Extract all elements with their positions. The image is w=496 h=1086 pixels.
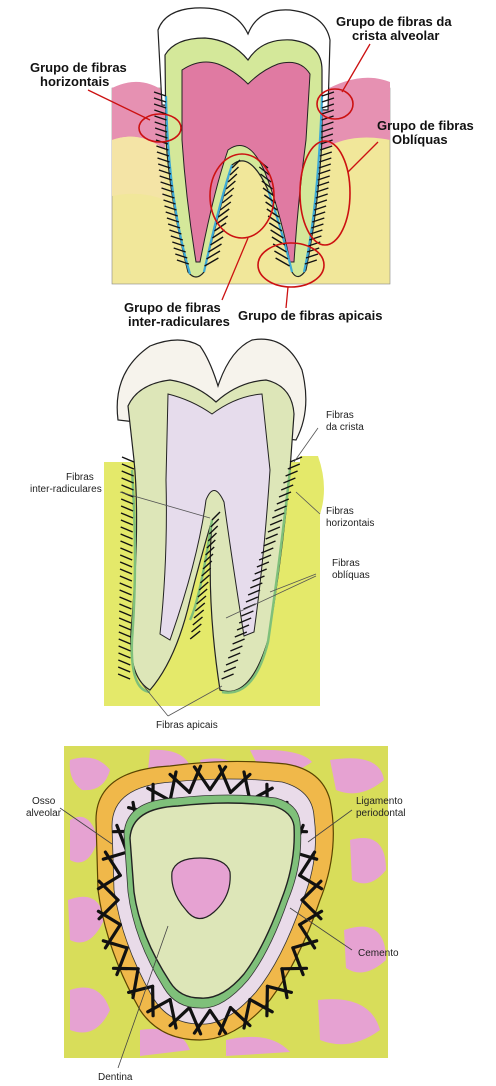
figure1-label-obliquas: Grupo de fibrasOblíquas <box>377 118 474 147</box>
figure1-label-inter: Grupo de fibrasinter-radiculares <box>124 300 230 329</box>
figure1-molar-diagram: Grupo de fibras dacrista alveolar Grupo … <box>30 8 474 329</box>
figure3-label-cemento: Cemento <box>358 948 399 959</box>
figure1-label-apicais: Grupo de fibras apicais <box>238 308 383 323</box>
fiber-stroke <box>122 457 134 462</box>
figure3-label-dentina: Dentina <box>98 1072 133 1083</box>
fiber-stroke <box>114 968 139 969</box>
figure3-label-ligamento: Ligamentoperiodontal <box>356 796 405 819</box>
fiber-stroke <box>267 986 268 1015</box>
fiber-stroke <box>153 986 154 1015</box>
figure2-label-apicais: Fibras apicais <box>156 720 218 731</box>
figure1-label-crista: Grupo de fibras dacrista alveolar <box>336 14 452 43</box>
fiber-stroke <box>282 968 307 969</box>
